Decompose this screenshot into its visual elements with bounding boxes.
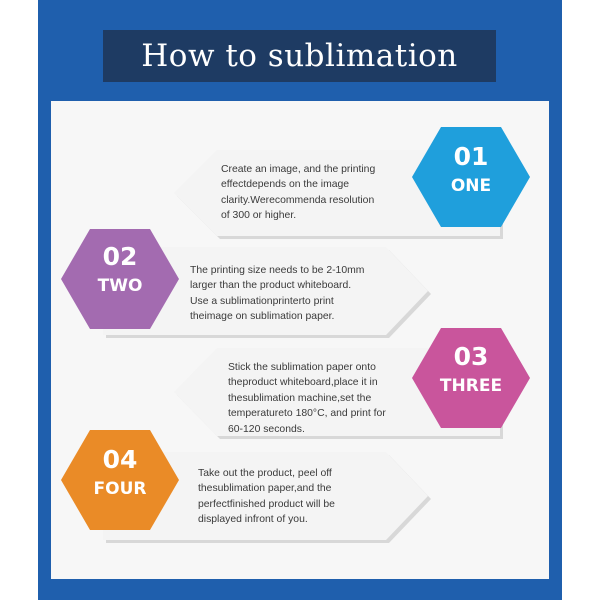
page-title: How to sublimation bbox=[141, 38, 458, 74]
step-1-word: ONE bbox=[450, 176, 492, 196]
step-1-number: 01 bbox=[453, 142, 489, 171]
title-banner: How to sublimation bbox=[103, 30, 496, 82]
step-4-word: FOUR bbox=[93, 479, 147, 499]
step-2-word: TWO bbox=[97, 276, 143, 296]
step-1-line: Create an image, and the printing bbox=[221, 164, 376, 175]
step-4-hexagon-badge: 04 FOUR bbox=[61, 430, 179, 530]
step-4-arrow-banner bbox=[103, 449, 433, 547]
step-4-line: perfectfinished product will be bbox=[198, 498, 335, 510]
step-2-line: larger than the product whiteboard. bbox=[190, 280, 352, 292]
step-3-line: temperatureto 180°C, and print for bbox=[228, 408, 386, 420]
step-3-line: 60-120 seconds. bbox=[228, 423, 305, 435]
step-3-word: THREE bbox=[439, 376, 503, 396]
step-2-arrow-banner bbox=[103, 244, 433, 342]
step-4-line: Take out the product, peel off bbox=[198, 468, 332, 479]
step-2-number: 02 bbox=[102, 242, 138, 271]
step-4-line: thesublimation paper,and the bbox=[198, 483, 332, 495]
step-3-description: Stick the sublimation paper onto theprod… bbox=[228, 360, 386, 437]
step-2-line: Use a sublimationprinterto print bbox=[190, 295, 334, 307]
step-3-line: theproduct whiteboard,place it in bbox=[228, 377, 378, 389]
step-4-description: Take out the product, peel off thesublim… bbox=[198, 466, 335, 528]
step-3-line: Stick the sublimation paper onto bbox=[228, 362, 376, 373]
step-2-hexagon-badge: 02 TWO bbox=[61, 229, 179, 329]
step-3-hexagon-badge: 03 THREE bbox=[412, 328, 530, 428]
step-1-line: effectdepends on the image bbox=[221, 179, 350, 191]
step-1-description: Create an image, and the printing effect… bbox=[221, 162, 375, 224]
step-2-line: theimage on sublimation paper. bbox=[190, 311, 335, 323]
step-1-line: clarity.Werecommenda resolution bbox=[221, 194, 375, 206]
step-2-description: The printing size needs to be 2-10mm lar… bbox=[190, 263, 364, 325]
step-3-number: 03 bbox=[453, 342, 489, 371]
step-4-number: 04 bbox=[102, 445, 138, 474]
step-3-line: thesublimation machine,set the bbox=[228, 392, 372, 404]
step-4-line: displayed infront of you. bbox=[198, 514, 308, 526]
step-1-line: of 300 or higher. bbox=[221, 210, 297, 222]
step-2-line: The printing size needs to be 2-10mm bbox=[190, 265, 365, 276]
step-1-hexagon-badge: 01 ONE bbox=[412, 127, 530, 227]
